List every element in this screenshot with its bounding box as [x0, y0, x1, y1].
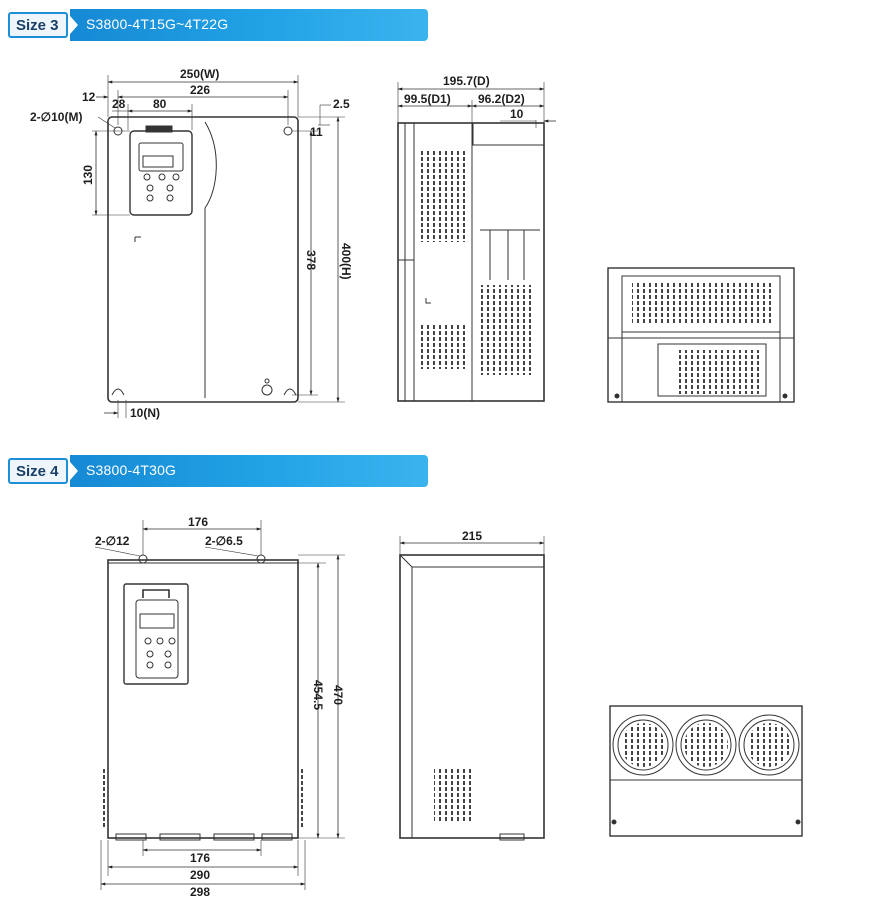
dim-298: 298: [190, 885, 210, 899]
dim-10: 10: [510, 107, 524, 121]
dim-d1: 99.5(D1): [404, 92, 451, 106]
dim-bottom-176: 176: [190, 851, 210, 865]
fan-right: [738, 714, 800, 776]
dim-12: 12: [82, 90, 96, 104]
size4-banner: Size 4 S3800-4T30G: [8, 455, 428, 487]
dim-10n: 10(N): [130, 406, 160, 420]
size3-banner: Size 3 S3800-4T15G~4T22G: [8, 9, 428, 41]
dim-400h: 400(H): [339, 243, 353, 280]
dim-250w: 250(W): [180, 67, 219, 81]
size3-title: S3800-4T15G~4T22G: [86, 16, 229, 32]
dim-470: 470: [331, 685, 345, 705]
dim-226: 226: [190, 83, 210, 97]
dim-top-176: 176: [188, 515, 208, 529]
dim-378: 378: [304, 250, 318, 270]
dim-290: 290: [190, 868, 210, 882]
size3-tag: Size 3: [8, 12, 68, 38]
dim-d2: 96.2(D2): [478, 92, 525, 106]
dim-454-5: 454.5: [311, 680, 325, 710]
dim-hole-m: 2-∅10(M): [30, 110, 82, 124]
size3-side-view: [397, 82, 556, 402]
dim-2-5: 2.5: [333, 97, 350, 111]
dim-215: 215: [462, 529, 482, 543]
dim-hole-6-5: 2-∅6.5: [205, 534, 243, 548]
size4-bottom-view: [609, 705, 803, 837]
size3-front-view: [92, 75, 345, 418]
dim-28: 28: [112, 97, 126, 111]
size3-bottom-view: [607, 267, 795, 403]
fan-left: [612, 714, 674, 776]
dim-depth: 195.7(D): [443, 74, 490, 88]
size4-front-view: [94, 520, 345, 890]
size4-title: S3800-4T30G: [86, 462, 177, 478]
dim-11: 11: [310, 125, 323, 139]
size4-side-view: [399, 536, 545, 841]
dim-130: 130: [81, 165, 95, 185]
dim-80: 80: [153, 97, 167, 111]
fan-middle: [675, 714, 737, 776]
size4-tag: Size 4: [8, 458, 68, 484]
dim-hole-12: 2-∅12: [95, 534, 130, 548]
